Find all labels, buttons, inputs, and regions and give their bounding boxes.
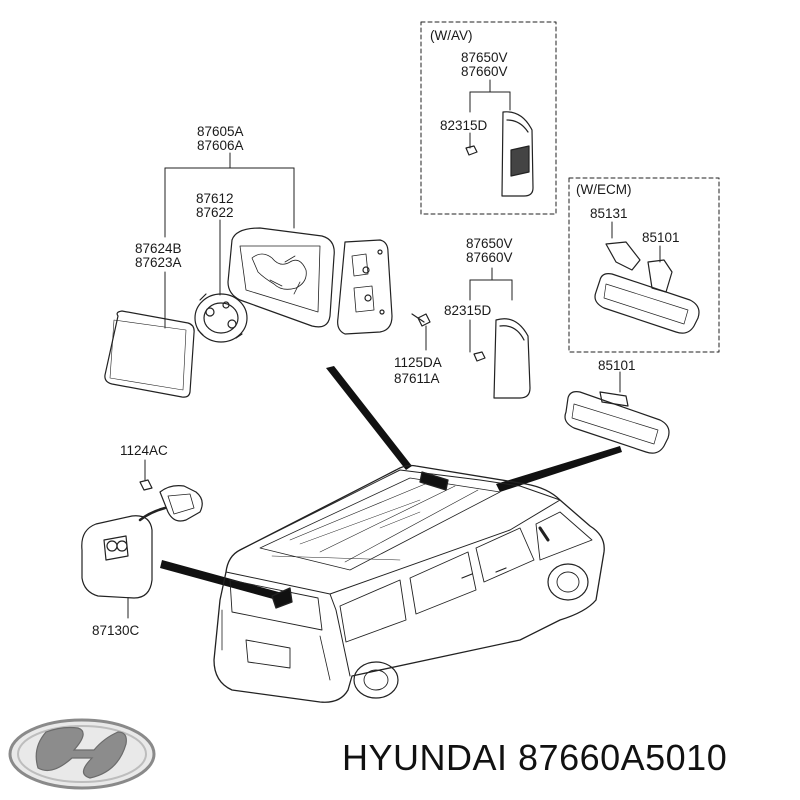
side-repeater-lamp-wav (465, 111, 534, 197)
part-label-87622: 87622 (196, 205, 234, 220)
part-label-87650v-2: 87650V (466, 236, 513, 251)
mirror-leaders (164, 152, 295, 329)
part-label-87623a: 87623A (135, 255, 182, 270)
part-label-87650v: 87650V (461, 50, 508, 65)
wav-box-label: (W/AV) (430, 28, 473, 43)
part-label-87130c: 87130C (92, 623, 140, 638)
mirror-glass (104, 310, 195, 398)
part-label-82315d-2: 82315D (444, 303, 492, 318)
part-label-85101: 85101 (598, 358, 636, 373)
mirror-actuator (194, 293, 248, 343)
part-label-82315d: 82315D (440, 118, 488, 133)
part-label-1124ac: 1124AC (120, 443, 168, 458)
part-label-85131: 85131 (590, 206, 628, 221)
part-label-87611a: 87611A (394, 371, 440, 386)
wav-option-box (420, 21, 557, 215)
brand-part-number: HYUNDAI 87660A5010 (342, 737, 728, 778)
wecm-box-label: (W/ECM) (576, 182, 632, 197)
wav-leaders (469, 79, 511, 149)
side-repeater-lamp (469, 267, 531, 399)
ecm-mirror (594, 221, 700, 334)
part-label-87624b: 87624B (135, 241, 182, 256)
hyundai-logo-icon (8, 718, 156, 790)
part-label-1125da: 1125DA (394, 355, 442, 370)
rear-view-mirror (564, 371, 670, 454)
vehicle-outline (213, 464, 605, 703)
part-label-87660v: 87660V (461, 64, 508, 79)
part-label-87612: 87612 (196, 191, 234, 206)
part-label-87606a: 87606A (197, 138, 244, 153)
part-label-85101-ecm: 85101 (642, 230, 680, 245)
part-label-87660v-2: 87660V (466, 250, 513, 265)
mirror-base (337, 239, 393, 335)
rear-camera-assembly (81, 459, 203, 619)
mirror-housing (227, 227, 335, 328)
pointer-lines (160, 366, 622, 602)
bolt-1125da (411, 313, 431, 351)
part-label-87605a: 87605A (197, 124, 244, 139)
wecm-option-box (568, 177, 720, 353)
